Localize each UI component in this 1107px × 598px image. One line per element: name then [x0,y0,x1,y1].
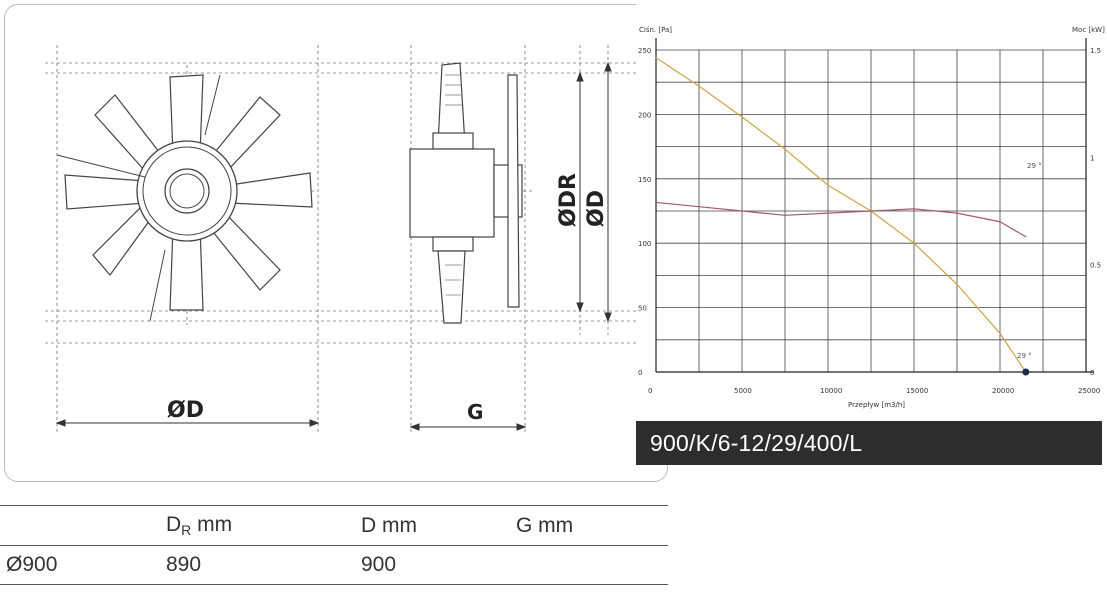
cell-size: Ø900 [6,553,58,576]
x-axis-title: Przepływ [m3/h] [848,401,905,409]
cell-dr: 890 [166,553,202,576]
model-code-banner: 900/K/6-12/29/400/L [636,421,1102,465]
y-left-tick-label: 0 [638,369,642,377]
model-code: 900/K/6-12/29/400/L [650,430,863,456]
series-point [827,212,829,214]
performance-chart: Ciśn. [Pa] Moc [kW] Przepływ [m3/h] 250 2… [636,0,1107,465]
y-left-axis-title: Ciśn. [Pa] [639,26,672,34]
header-dr: DR mm [166,506,361,546]
y-right-tick-label: 0.5 [1090,262,1101,270]
header-g: G mm [516,513,574,537]
y-left-tick-label: 100 [638,240,651,248]
x-tick-label: 10000 [820,387,842,395]
x-tick-label: 20000 [992,387,1014,395]
header-dr-unit: mm [197,513,233,536]
series-point [999,332,1001,334]
y-right-tick-label: 0 [1090,369,1094,377]
series-point [655,201,657,204]
diameter-label-right: ØD [584,190,609,227]
series-point [741,116,743,118]
series-point [1025,236,1027,238]
series-point [956,283,958,286]
cell-d: 900 [361,553,397,576]
pressure-curve-label: 29 ° [1017,352,1032,360]
y-left-tick-label: 250 [638,47,651,55]
series-line [655,201,1027,238]
fan-drawing-card: ØD G ØDR ØD [4,4,668,482]
series-point [784,148,786,150]
y-left-tick-label: 150 [638,176,651,184]
power-curve-label: 29 ° [1027,162,1042,170]
header-dr-sub: R [181,522,192,538]
series-point [870,210,872,212]
series-point [827,184,829,186]
series-point [784,214,786,216]
series-line [655,57,1027,373]
y-left-tick-label: 200 [638,111,651,119]
header-size [0,506,166,546]
diameter-label-bottom: ØD [167,398,204,423]
x-tick-label: 15000 [906,387,928,395]
series-point [741,210,743,212]
g-dimension-label: G [467,400,483,424]
y-right-axis-title: Moc [kW] [1072,26,1105,34]
y-right-tick-label: 1 [1090,154,1094,162]
diameter-r-label: ØDR [556,173,581,227]
x-tick-label: 25000 [1078,387,1100,395]
series-point [913,242,915,244]
table-row: Ø900 890 900 [0,546,668,585]
operating-point-marker [1022,368,1030,376]
header-d: D mm [361,513,417,537]
dimensions-table: DR mm D mm G mm Ø900 890 900 [0,505,668,585]
series-point [698,206,700,208]
x-tick-label: 5000 [734,387,752,395]
y-left-tick-label: 50 [638,305,647,313]
performance-chart-svg: Ciśn. [Pa] Moc [kW] Przepływ [m3/h] 250 2… [636,0,1107,421]
series-point [698,85,700,87]
series-point [655,57,657,59]
cell-g [516,546,668,585]
header-dr-d: D [166,513,182,536]
series-point [913,208,915,210]
series-point [999,221,1001,223]
series-point [956,212,958,214]
y-right-tick-label: 1.5 [1090,47,1101,55]
fan-technical-drawing: ØD G ØDR ØD [45,45,645,435]
table-header-row: DR mm D mm G mm [0,505,668,546]
x-tick-label: 0 [648,387,652,395]
